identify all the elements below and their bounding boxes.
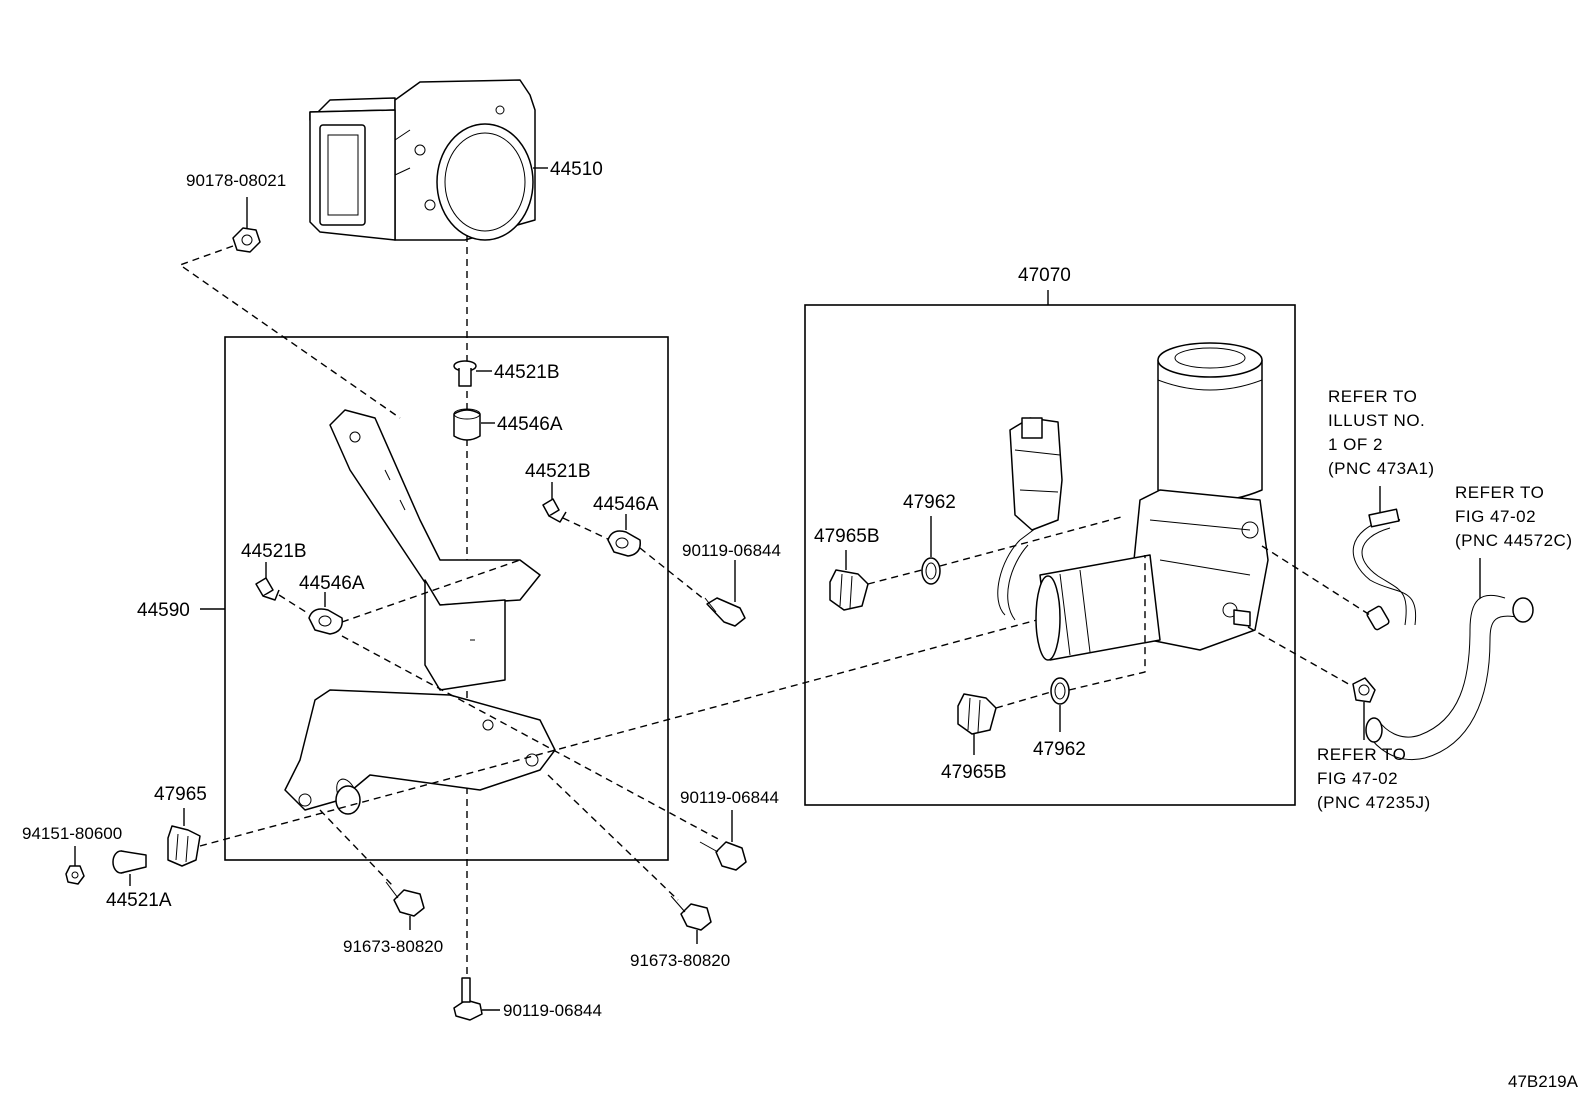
bolt-90119-06844-bottom[interactable] [453, 977, 483, 1021]
nut-94151-80600[interactable] [65, 865, 85, 885]
svg-text:(PNC 47235J): (PNC 47235J) [1317, 793, 1431, 812]
bushing-44546A-top[interactable] [453, 408, 481, 441]
svg-text:REFER TO: REFER TO [1328, 387, 1417, 406]
clamp-47235J[interactable] [1352, 677, 1376, 703]
svg-text:ILLUST NO.: ILLUST NO. [1328, 411, 1425, 430]
bushing-44546A-right[interactable] [607, 530, 641, 557]
figure-code: 47B219A [1508, 1072, 1579, 1091]
bolt-90119-06844-right[interactable] [704, 597, 746, 627]
svg-text:(PNC 44572C): (PNC 44572C) [1455, 531, 1573, 550]
label-90119-06844-bottom: 90119-06844 [503, 1001, 602, 1020]
bushing-47965B-top[interactable] [829, 569, 869, 611]
label-44590: 44590 [137, 600, 190, 621]
label-47962-bottom: 47962 [1033, 739, 1086, 760]
collar-44521A[interactable] [112, 850, 147, 874]
label-44521B-top: 44521B [494, 362, 560, 383]
label-47965B-bottom: 47965B [941, 762, 1007, 783]
svg-text:(PNC 473A1): (PNC 473A1) [1328, 459, 1435, 478]
svg-text:FIG 47-02: FIG 47-02 [1317, 769, 1398, 788]
bolt-91673-80820-right[interactable] [670, 895, 712, 931]
label-44521B-left: 44521B [241, 541, 307, 562]
label-90119-06844-right: 90119-06844 [682, 541, 781, 560]
bushing-47965[interactable] [167, 825, 201, 867]
pump-group-box [804, 304, 1296, 806]
bolt-91673-80820-left[interactable] [385, 881, 425, 917]
svg-text:1 OF 2: 1 OF 2 [1328, 435, 1383, 454]
refer-note-47235J: REFER TO FIG 47-02 (PNC 47235J) [1317, 745, 1431, 812]
seal-47962-top[interactable] [921, 557, 941, 585]
seal-47962-bottom[interactable] [1050, 677, 1070, 705]
svg-text:FIG 47-02: FIG 47-02 [1455, 507, 1536, 526]
collar-44521B-left[interactable] [255, 577, 280, 601]
pump-motor-47070[interactable] [997, 342, 1269, 661]
label-47070: 47070 [1018, 265, 1071, 286]
svg-text:REFER TO: REFER TO [1317, 745, 1406, 764]
hose-44572C[interactable] [1365, 594, 1534, 760]
refer-note-473A1: REFER TO ILLUST NO. 1 OF 2 (PNC 473A1) [1328, 387, 1435, 478]
label-91673-80820-left: 91673-80820 [343, 937, 443, 956]
label-47965B-top: 47965B [814, 526, 880, 547]
label-47962-top: 47962 [903, 492, 956, 513]
refer-note-44572C: REFER TO FIG 47-02 (PNC 44572C) [1455, 483, 1573, 550]
label-91673-80820-right: 91673-80820 [630, 951, 730, 970]
collar-44521B-right[interactable] [542, 498, 567, 523]
bushing-44546A-left[interactable] [308, 608, 343, 635]
label-44521A: 44521A [106, 890, 172, 911]
label-44546A-top: 44546A [497, 414, 563, 435]
abs-actuator-44510[interactable] [309, 79, 536, 241]
bracket-group-box [224, 336, 669, 861]
label-90119-06844-mid: 90119-06844 [680, 788, 779, 807]
bushing-47965B-bottom[interactable] [957, 693, 997, 735]
label-44521B-right: 44521B [525, 461, 591, 482]
pipe-473A1[interactable] [1352, 508, 1417, 631]
label-47965: 47965 [154, 784, 207, 805]
label-90178-08021: 90178-08021 [186, 171, 286, 190]
nut-90178-08021[interactable] [232, 227, 261, 253]
bolt-90119-06844-mid[interactable] [699, 841, 747, 871]
collar-44521B-top[interactable] [453, 360, 477, 387]
label-44546A-left: 44546A [299, 573, 365, 594]
label-94151-80600: 94151-80600 [22, 824, 122, 843]
bracket-44590[interactable] [284, 409, 556, 815]
svg-text:REFER TO: REFER TO [1455, 483, 1544, 502]
label-44546A-right: 44546A [593, 494, 659, 515]
label-44510: 44510 [550, 159, 603, 180]
